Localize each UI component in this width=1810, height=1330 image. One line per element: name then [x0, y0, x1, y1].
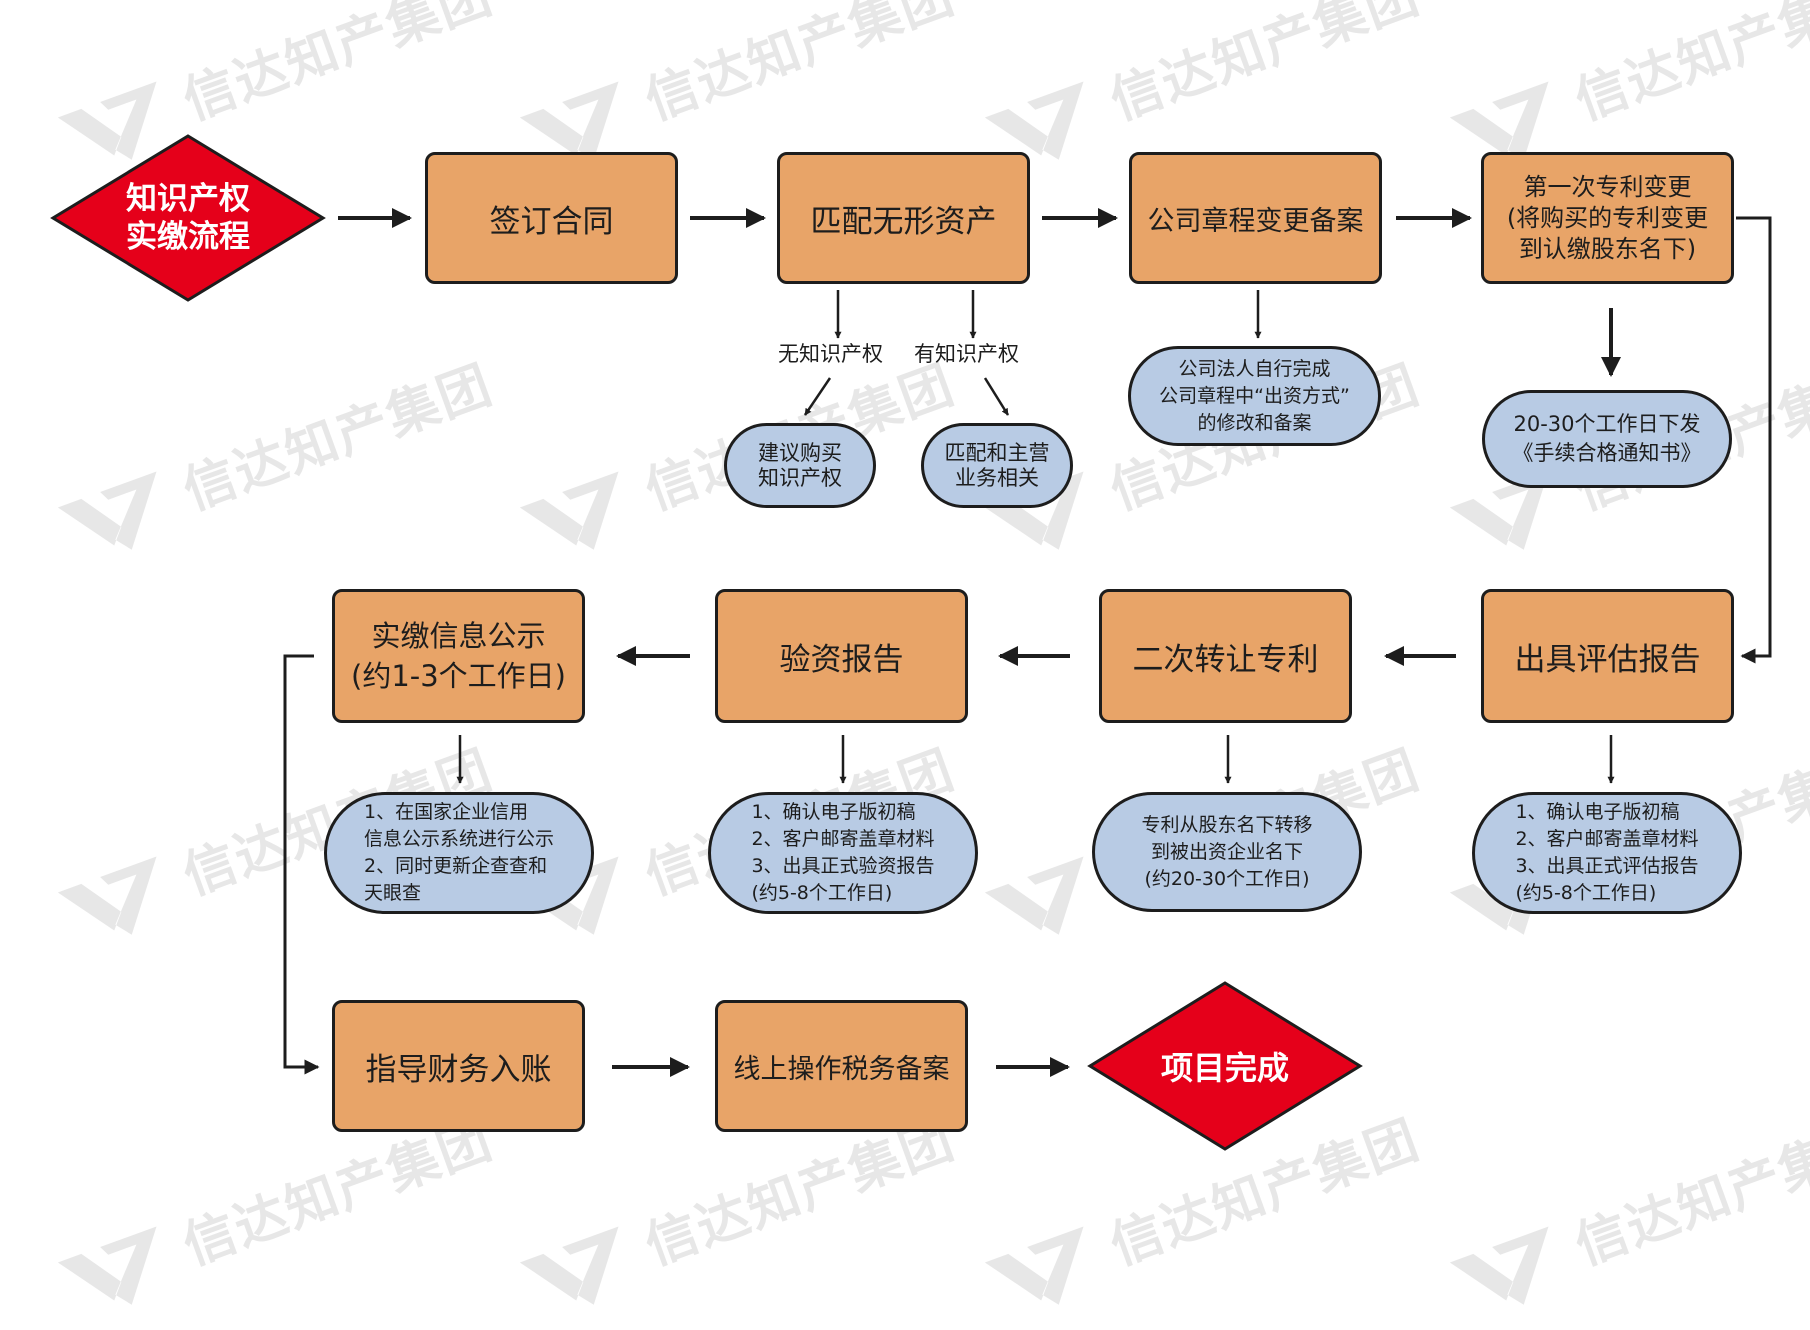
step-first-patent-change: 第一次专利变更 (将购买的专利变更 到认缴股东名下) [1481, 152, 1734, 284]
step-label: 线上操作税务备案 [733, 1053, 950, 1085]
arrow-has-ip-to-match [983, 377, 1010, 416]
end-diamond-shape [1087, 981, 1363, 1151]
start-diamond: 知识产权 实缴流程 [50, 133, 326, 303]
note-text: 匹配和主营 业务相关 [944, 440, 1050, 490]
step-label: 签订合同 [489, 203, 614, 240]
note-text: 专利从股东名下转移 到被出资企业名下 (约20-30个工作日) [1141, 813, 1313, 890]
step-capital-verification: 验资报告 [715, 589, 968, 723]
note-match-business: 匹配和主营 业务相关 [921, 423, 1073, 508]
step-label: 匹配无形资产 [810, 203, 997, 240]
step-tax-filing: 线上操作税务备案 [715, 1000, 968, 1132]
note-text: 20-30个工作日下发 《手续合格通知书》 [1512, 412, 1702, 465]
note-transfer: 专利从股东名下转移 到被出资企业名下 (约20-30个工作日) [1092, 792, 1362, 912]
arrow-no-ip-to-suggest [803, 377, 832, 416]
note-text: 公司法人自行完成 公司章程中“出资方式” 的修改和备案 [1159, 357, 1350, 434]
note-text: 1、确认电子版初稿 2、客户邮寄盖章材料 3、出具正式评估报告 (约5-8个工作… [1515, 801, 1699, 904]
end-label: 项目完成 [1160, 1049, 1289, 1087]
step-sign-contract: 签订合同 [425, 152, 678, 284]
connector-layer [283, 208, 1772, 1077]
step-label: 公司章程变更备案 [1147, 205, 1364, 237]
step-match-assets: 匹配无形资产 [777, 152, 1030, 284]
step-second-transfer: 二次转让专利 [1099, 589, 1352, 723]
step-publicity: 实缴信息公示 (约1-3个工作日) [332, 589, 585, 723]
step-label: 第一次专利变更 (将购买的专利变更 到认缴股东名下) [1506, 172, 1709, 263]
start-label: 知识产权 实缴流程 [126, 181, 250, 255]
step-label: 实缴信息公示 (约1-3个工作日) [351, 619, 566, 693]
note-text: 建议购买 知识产权 [758, 440, 842, 490]
step-finance-guidance: 指导财务入账 [332, 1000, 585, 1132]
step-valuation-report: 出具评估报告 [1481, 589, 1734, 723]
flowchart-canvas: 信达知产集团 信达知产集团 信达知产集团 信达知产集团 信达知产集团 信达知产集… [50, 0, 1810, 1305]
note-text: 1、确认电子版初稿 2、客户邮寄盖章材料 3、出具正式验资报告 (约5-8个工作… [751, 801, 935, 904]
arrow-patent-to-valuation [1736, 216, 1772, 664]
step-articles-filing: 公司章程变更备案 [1129, 152, 1382, 284]
note-verification: 1、确认电子版初稿 2、客户邮寄盖章材料 3、出具正式验资报告 (约5-8个工作… [708, 792, 978, 914]
step-label: 二次转让专利 [1132, 641, 1319, 678]
start-diamond-shape [50, 134, 326, 302]
note-publicity: 1、在国家企业信用 信息公示系统进行公示 2、同时更新企查查和 天眼查 [324, 792, 594, 914]
note-suggest-buy: 建议购买 知识产权 [724, 423, 876, 508]
note-text: 1、在国家企业信用 信息公示系统进行公示 2、同时更新企查查和 天眼查 [363, 801, 554, 904]
step-label: 出具评估报告 [1514, 641, 1701, 678]
note-articles: 公司法人自行完成 公司章程中“出资方式” 的修改和备案 [1128, 346, 1381, 446]
step-label: 指导财务入账 [365, 1051, 552, 1088]
branch-label-no-ip: 无知识产权 [778, 342, 883, 366]
branch-label-has-ip: 有知识产权 [914, 342, 1019, 366]
note-notice: 20-30个工作日下发 《手续合格通知书》 [1482, 390, 1732, 488]
step-label: 验资报告 [779, 641, 904, 678]
note-valuation: 1、确认电子版初稿 2、客户邮寄盖章材料 3、出具正式评估报告 (约5-8个工作… [1472, 792, 1742, 914]
end-diamond: 项目完成 [1087, 980, 1363, 1152]
arrow-publicity-to-finance [283, 654, 320, 1075]
